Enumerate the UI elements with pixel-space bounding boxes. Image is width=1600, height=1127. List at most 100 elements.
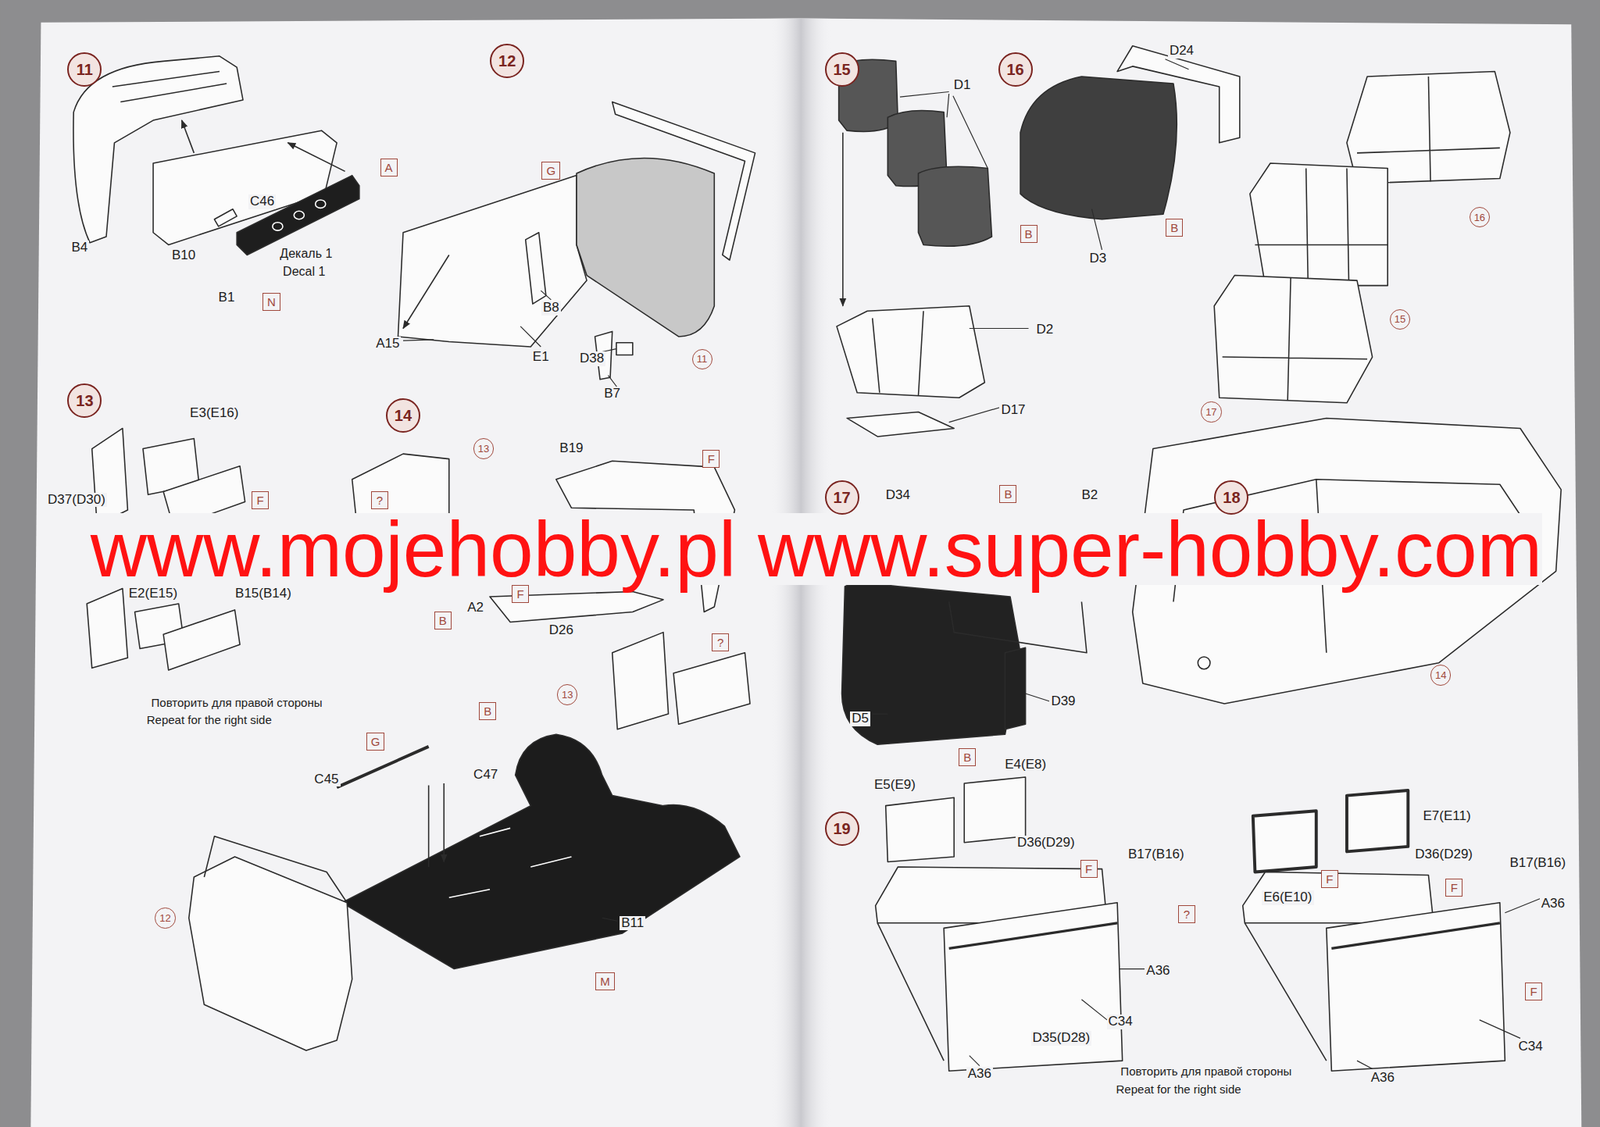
seat-frame <box>836 306 985 399</box>
node-text: N <box>267 296 276 308</box>
part-label: E1 <box>531 350 551 365</box>
node-text: B <box>1170 221 1179 234</box>
side-part <box>673 653 750 725</box>
side-plate <box>1004 647 1025 729</box>
seat-line <box>1254 167 1388 286</box>
floor-detail <box>449 828 572 898</box>
bench-frame <box>949 601 1087 653</box>
windscreen-frame <box>203 836 347 904</box>
panel-part <box>153 130 337 245</box>
node-text: 16 <box>1006 61 1024 78</box>
part-label: E5(E9) <box>872 778 918 793</box>
part-label: A2 <box>465 600 486 616</box>
small-part <box>214 209 237 227</box>
leader-line <box>949 328 1029 422</box>
watermark: www.mojehobby.pl www.super-hobby.com <box>90 513 1543 586</box>
part-label: D17 <box>999 403 1027 418</box>
step-number: 14 <box>385 398 421 433</box>
lamp-part <box>616 342 633 356</box>
step-number: 17 <box>825 480 860 515</box>
windscreen-frame <box>612 102 756 261</box>
part-label: D36(D29) <box>1015 835 1077 851</box>
part-label: C46 <box>248 194 276 210</box>
cowl-part <box>576 157 715 337</box>
color-code-box: F <box>511 585 529 604</box>
part-label: B10 <box>170 248 197 264</box>
step-number: 11 <box>67 52 102 87</box>
seat-frame <box>872 310 924 396</box>
node-text: 17 <box>1205 407 1217 418</box>
node-text: 15 <box>832 61 850 78</box>
callout-number: 17 <box>1200 401 1222 422</box>
panel-line <box>112 71 227 102</box>
part-label: A36 <box>1539 896 1567 912</box>
part-label: B2 <box>1080 488 1100 504</box>
color-code-box: N <box>262 292 281 311</box>
bench-seat <box>842 584 1022 746</box>
node-text: 19 <box>832 821 850 837</box>
node-text: B <box>963 751 972 764</box>
part-label: C45 <box>312 772 340 788</box>
node-text: ? <box>376 494 383 507</box>
note-text: Повторить для правой стороны <box>150 696 325 711</box>
leader-line <box>900 92 988 169</box>
glass-part <box>1253 810 1317 872</box>
callout-number: 13 <box>473 438 494 459</box>
node-text: B <box>1003 488 1012 500</box>
node-text: F <box>517 588 525 600</box>
part-label: D39 <box>1049 694 1077 710</box>
node-text: 15 <box>1394 314 1406 325</box>
part-label: B17(B16) <box>1126 847 1186 863</box>
step-number: 15 <box>825 52 860 87</box>
part-label: D35(D28) <box>1031 1031 1093 1047</box>
side-panel <box>92 428 129 525</box>
node-text: F <box>1325 873 1333 886</box>
part-label: D2 <box>1035 322 1056 338</box>
part-label: D1 <box>952 78 973 93</box>
part-label: D36(D29) <box>1413 847 1475 863</box>
instrument-bar <box>236 175 360 256</box>
part-label: D3 <box>1088 251 1109 267</box>
gauge-dial <box>272 200 326 231</box>
color-code-box: B <box>1020 225 1038 243</box>
part-label: D38 <box>578 351 606 367</box>
leader-line <box>969 969 1149 1067</box>
glass-part <box>885 797 954 862</box>
part-label: B17(B16) <box>1507 856 1568 872</box>
callout-number: 11 <box>692 349 713 370</box>
part-label: D34 <box>884 488 912 504</box>
bench-frame <box>1117 46 1240 143</box>
glass-part <box>1346 790 1408 852</box>
part-label: B4 <box>69 240 90 256</box>
decal-label: Декаль 1 <box>278 246 334 261</box>
node-text: 14 <box>1435 670 1447 681</box>
glass-part <box>964 777 1025 843</box>
node-text: 17 <box>832 489 850 506</box>
color-code-box: F <box>251 491 269 510</box>
part-label: D24 <box>1167 43 1196 59</box>
node-text: F <box>707 453 715 465</box>
part-label: C34 <box>1517 1039 1545 1055</box>
door-rail <box>949 923 1118 950</box>
callout-number: 12 <box>154 907 175 929</box>
part-label: A36 <box>1144 964 1172 979</box>
part-label: A36 <box>1369 1071 1397 1086</box>
assembly-arrow <box>403 254 450 329</box>
color-code-box: F <box>1525 982 1543 1001</box>
seat-line <box>1222 277 1368 400</box>
leader-line <box>403 290 551 347</box>
part-label: E6(E10) <box>1261 890 1314 906</box>
leader-line <box>602 693 1052 922</box>
node-text: 13 <box>561 689 573 700</box>
node-text: 13 <box>478 443 490 454</box>
note-text: Repeat for the right side <box>1114 1083 1243 1097</box>
step-number: 16 <box>998 52 1033 87</box>
node-text: B <box>1025 228 1033 240</box>
note-text: Повторить для правой стороны <box>1118 1065 1293 1079</box>
part-label: D37(D30) <box>46 492 108 508</box>
node-text: 14 <box>394 407 412 424</box>
color-code-box: G <box>541 161 561 180</box>
door-rail <box>1331 923 1500 950</box>
door-panel <box>943 903 1123 1072</box>
